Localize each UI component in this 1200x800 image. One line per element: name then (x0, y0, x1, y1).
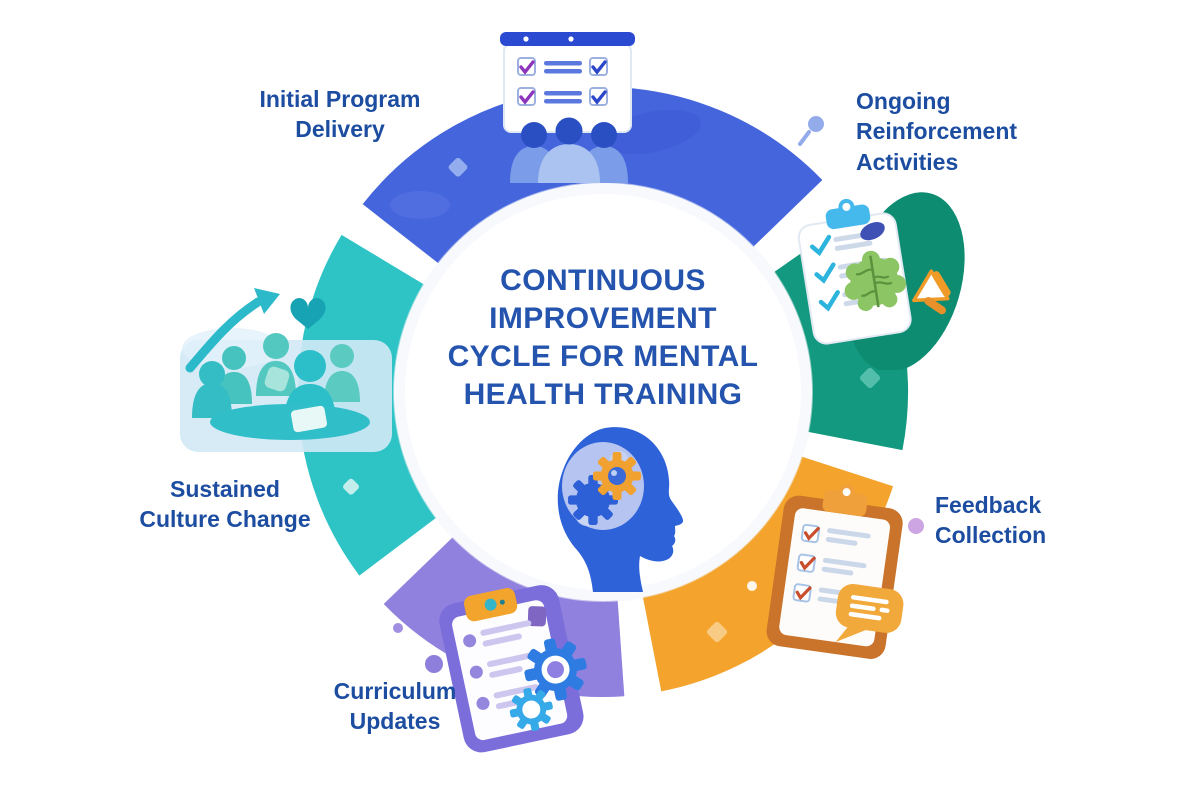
audience-silhouettes (510, 117, 628, 183)
clipboard-clip (822, 489, 868, 517)
blue-blob (860, 222, 885, 241)
stage-label-initial-program-delivery: Initial Program Delivery (259, 86, 421, 143)
stage-label-ongoing-reinforcement-activities: Ongoing Reinforcement Activities (856, 88, 1018, 175)
sparkle-icon (343, 478, 359, 495)
growth-arrow-icon (185, 288, 280, 373)
pin-dot-icon (798, 116, 824, 146)
team-growth-heart-icon (180, 288, 392, 452)
center-circle (405, 194, 801, 590)
clipboard-speech-bubble-icon (766, 484, 904, 659)
purple-dots-icon (393, 623, 443, 673)
stage-label-curriculum-updates: Curriculum Updates (333, 678, 457, 735)
sparkle-icon (859, 367, 881, 389)
clipboard-gears-icon (439, 585, 593, 753)
sparkle-icon (706, 621, 728, 643)
stage-label-feedback-collection: Feedback Collection (935, 492, 1047, 549)
clipboard-brain-megaphone-icon (797, 192, 965, 370)
brain-icon (844, 250, 907, 312)
diagram-title: CONTINUOUS IMPROVEMENT CYCLE FOR MENTAL … (447, 264, 759, 412)
purple-list (463, 620, 539, 710)
clipboard-clip (825, 204, 871, 230)
table-base (210, 404, 370, 440)
megaphone-icon (912, 269, 951, 315)
speech-bubble-icon (835, 584, 904, 643)
lavender-dot-icon (908, 518, 924, 534)
board-top-bar (500, 32, 635, 46)
purple-blob (527, 606, 547, 627)
white-dot-icon (747, 581, 757, 591)
team-silhouettes (192, 333, 370, 440)
stage-label-sustained-culture-change: Sustained Culture Change (139, 476, 311, 533)
board-checklist (517, 57, 608, 106)
heart-icon (290, 297, 326, 329)
sparkle-icon (448, 157, 468, 177)
segment-initial-program-delivery (362, 87, 823, 264)
presentation-board-audience-icon (500, 32, 635, 183)
head-with-gears-icon (557, 427, 684, 592)
